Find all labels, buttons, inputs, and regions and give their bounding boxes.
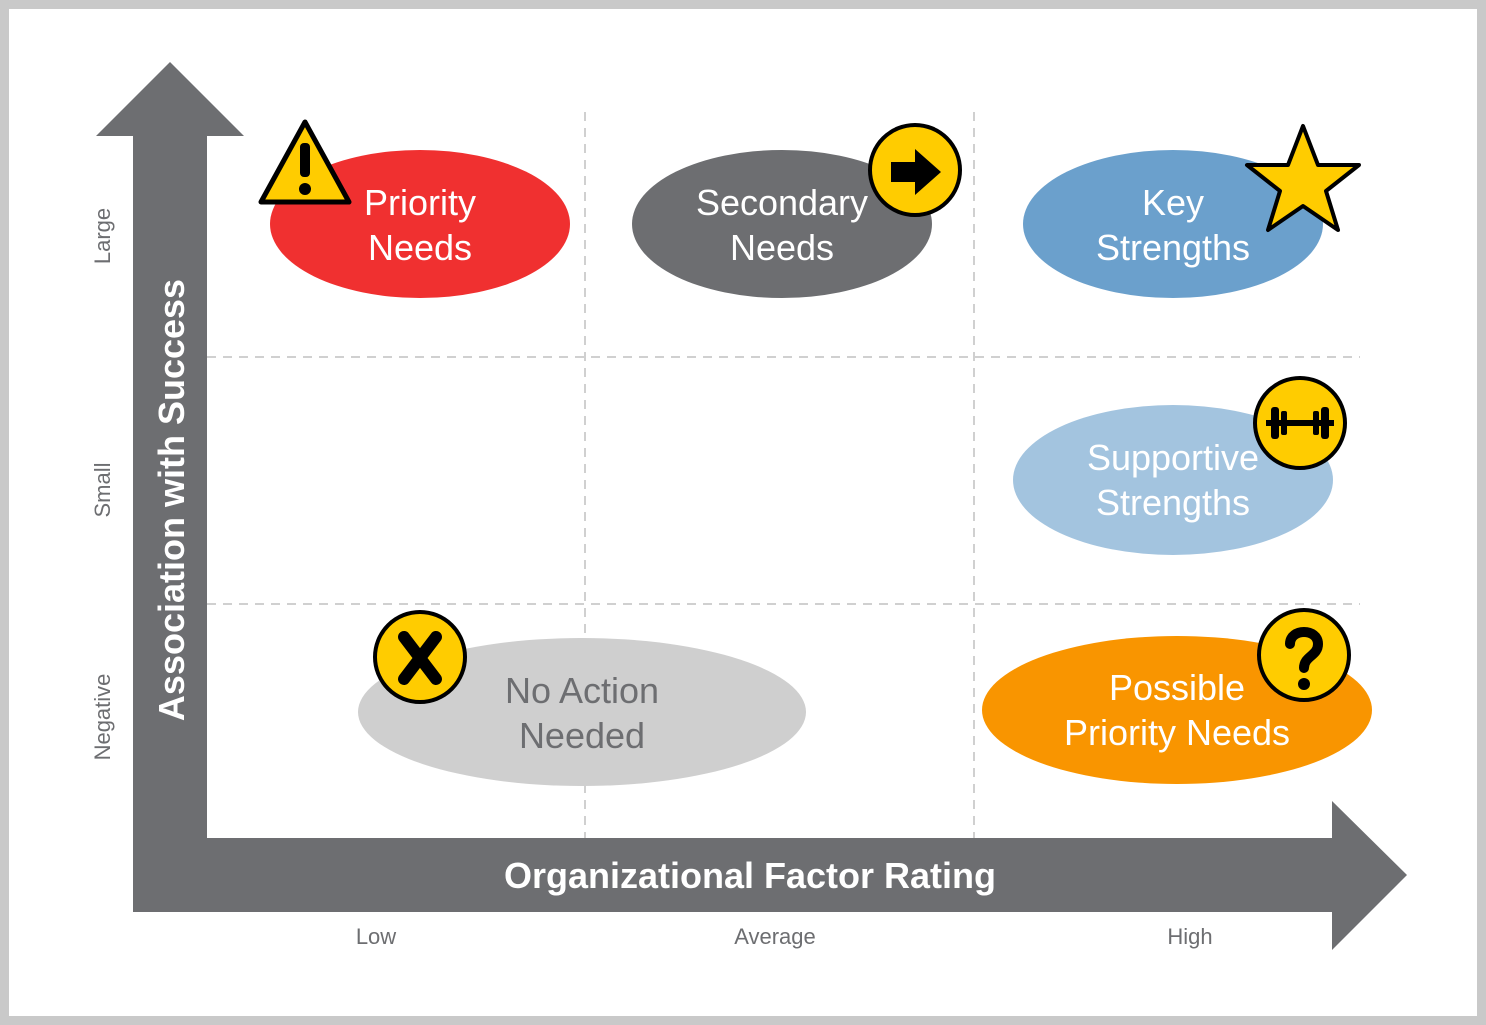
priority-needs-label-line2: Needs <box>368 227 472 268</box>
grid-lines <box>207 112 1360 838</box>
star-icon <box>1245 124 1361 232</box>
y-tick-small: Small <box>90 462 115 517</box>
priority-needs-ellipse <box>270 150 570 298</box>
x-icon <box>373 610 467 704</box>
x-tick-high: High <box>1167 924 1212 949</box>
warning-icon <box>258 119 352 205</box>
secondary-needs-label-line1: Secondary <box>696 182 868 223</box>
arrow-right-icon <box>868 123 962 217</box>
quadrant-diagram: Organizational Factor Rating Association… <box>90 62 1407 950</box>
possible-priority-needs-label-line1: Possible <box>1109 667 1245 708</box>
priority-needs-label-line1: Priority <box>364 182 476 223</box>
possible-priority-needs-label-line2: Priority Needs <box>1064 712 1290 753</box>
y-axis-arrow <box>96 62 244 912</box>
secondary-needs-ellipse <box>632 150 932 298</box>
no-action-needed-ellipse <box>358 638 806 786</box>
key-strengths-label-line2: Strengths <box>1096 227 1250 268</box>
question-icon <box>1257 608 1351 702</box>
possible-priority-needs-category: Possible Priority Needs <box>982 608 1372 784</box>
no-action-needed-category: No Action Needed <box>358 610 806 786</box>
no-action-needed-label-line1: No Action <box>505 670 659 711</box>
x-tick-average: Average <box>734 924 816 949</box>
y-axis-title: Association with Success <box>151 279 192 721</box>
key-strengths-label-line1: Key <box>1142 182 1204 223</box>
dumbbell-icon <box>1253 376 1347 470</box>
supportive-strengths-ellipse <box>1013 405 1333 555</box>
supportive-strengths-label-line1: Supportive <box>1087 437 1259 478</box>
x-axis-title: Organizational Factor Rating <box>504 855 996 896</box>
secondary-needs-category: Secondary Needs <box>632 123 962 298</box>
key-strengths-category: Key Strengths <box>1023 124 1361 298</box>
y-tick-large: Large <box>90 208 115 264</box>
x-tick-low: Low <box>356 924 396 949</box>
priority-needs-category: Priority Needs <box>258 119 570 298</box>
supportive-strengths-category: Supportive Strengths <box>1013 376 1347 555</box>
no-action-needed-label-line2: Needed <box>519 715 645 756</box>
secondary-needs-label-line2: Needs <box>730 227 834 268</box>
key-strengths-ellipse <box>1023 150 1323 298</box>
y-tick-negative: Negative <box>90 674 115 761</box>
x-axis-arrow <box>133 801 1407 950</box>
supportive-strengths-label-line2: Strengths <box>1096 482 1250 523</box>
